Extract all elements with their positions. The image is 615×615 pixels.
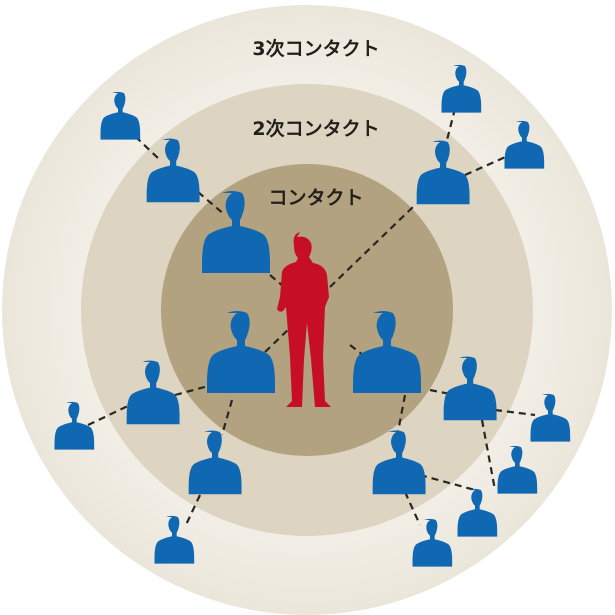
connection-line	[329, 204, 416, 288]
contact-person-icon	[412, 518, 453, 567]
connection-lines	[87, 96, 536, 528]
contact-person-icon	[372, 430, 426, 495]
connection-line	[264, 324, 294, 353]
connection-line	[464, 153, 511, 177]
contact-person-icon	[54, 401, 95, 450]
contact-person-icon	[457, 488, 498, 537]
connection-line	[117, 119, 161, 161]
contact-person-icon	[188, 430, 242, 495]
self-person-icon	[277, 232, 331, 407]
connection-line	[429, 388, 456, 397]
contact-person-icon	[207, 311, 275, 393]
connection-line	[184, 494, 201, 528]
connection-line	[174, 383, 213, 397]
connection-line	[445, 96, 460, 141]
contact-person-icon	[443, 356, 497, 421]
contact-person-icon	[146, 138, 200, 203]
contact-person-icon	[154, 515, 195, 564]
connection-line	[349, 344, 373, 363]
connection-line	[197, 191, 226, 216]
contact-person-icon	[100, 91, 141, 140]
contact-person-icon	[441, 64, 482, 113]
connection-line	[87, 404, 131, 426]
connection-line	[419, 473, 476, 492]
contact-person-icon	[353, 311, 421, 393]
first-degree-label: コンタクト	[268, 187, 363, 209]
connection-line	[396, 394, 407, 433]
contact-person-icon	[497, 445, 538, 494]
contact-person-icon	[126, 360, 180, 425]
connection-line	[494, 408, 536, 417]
contact-person-icon	[202, 191, 270, 273]
second-degree-label: 2次コンタクト	[252, 117, 379, 140]
people	[54, 64, 571, 567]
contact-person-icon	[504, 120, 545, 169]
third-degree-label: 3次コンタクト	[252, 37, 379, 60]
connection-line	[269, 274, 291, 293]
contact-person-icon	[530, 393, 571, 442]
connection-line	[220, 399, 234, 436]
contact-person-icon	[416, 140, 470, 205]
connection-line	[403, 491, 422, 526]
